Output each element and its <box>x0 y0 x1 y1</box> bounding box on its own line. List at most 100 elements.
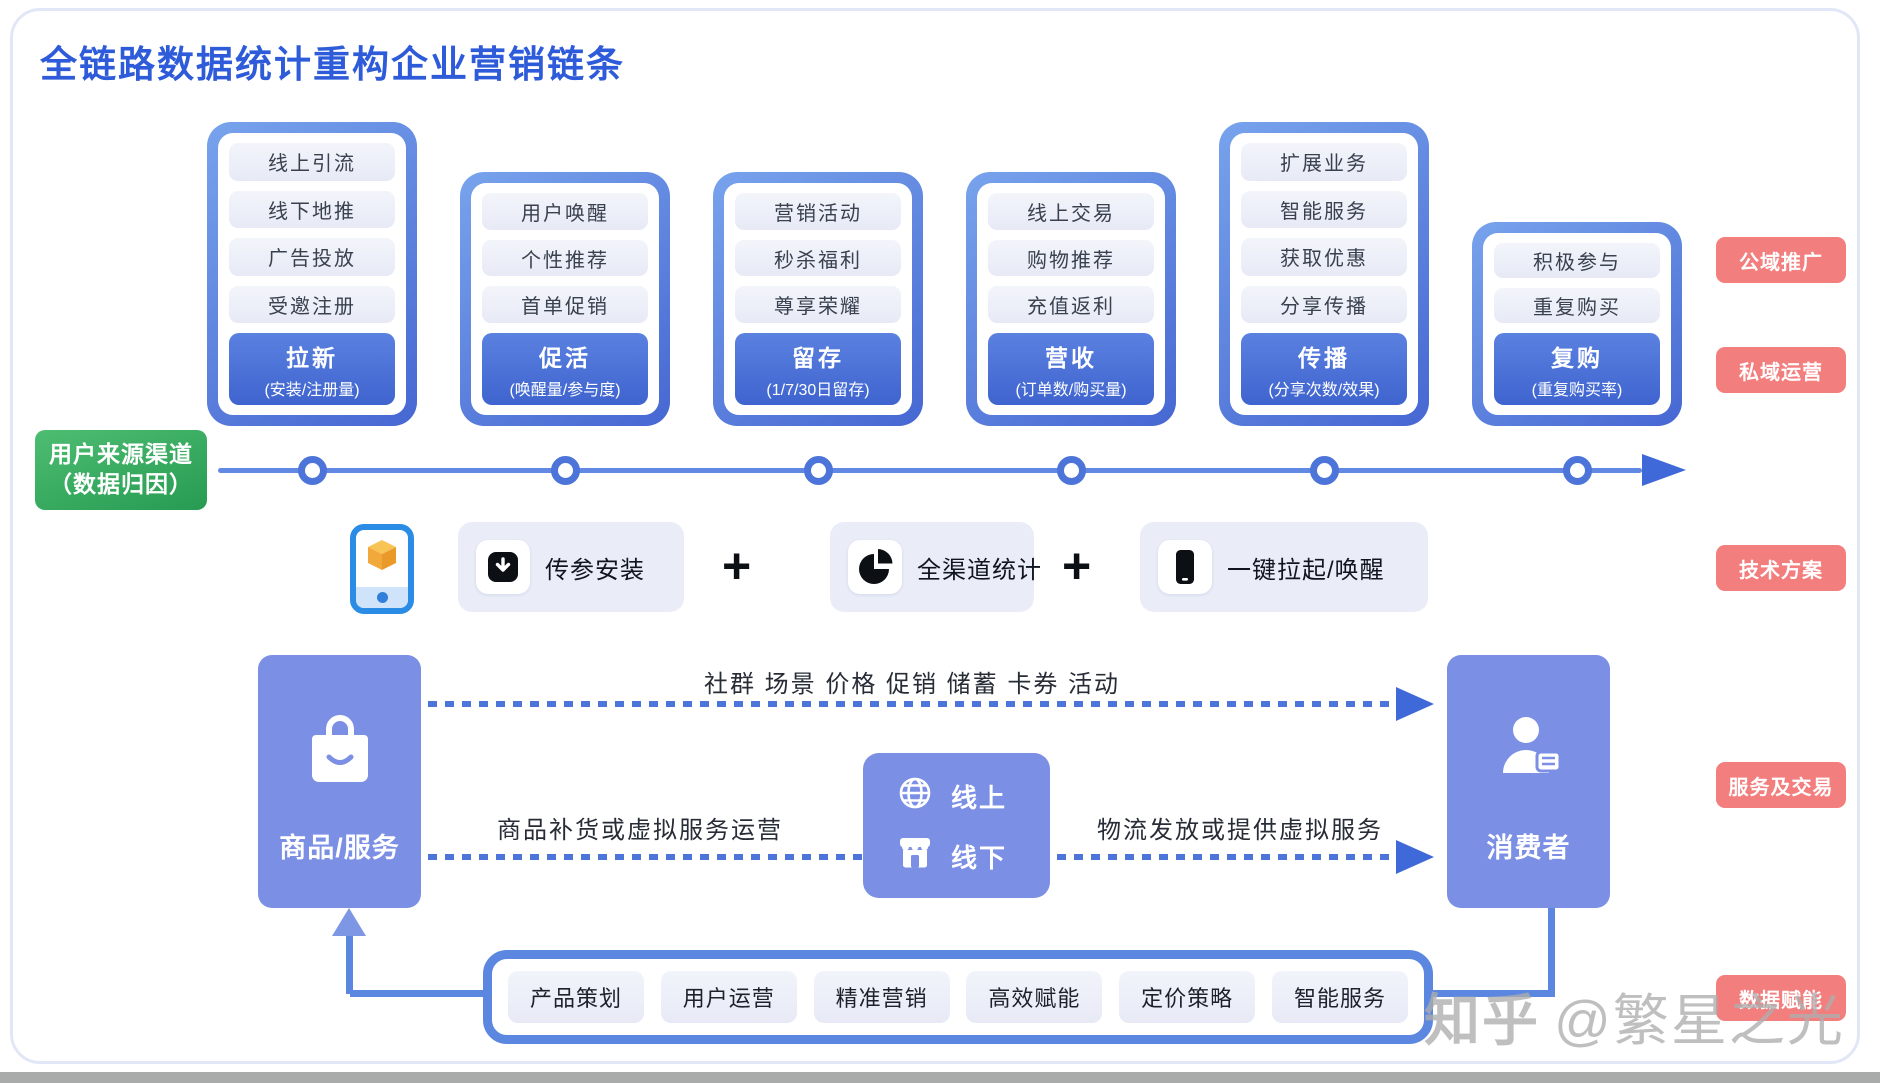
funnel-column-3: 营销活动秒杀福利尊享荣耀留存(1/7/30日留存) <box>713 172 923 426</box>
globe-icon <box>897 775 933 818</box>
strategy-pill-1: 产品策划 <box>508 971 644 1023</box>
funnel-metric-sub: (唤醒量/参与度) <box>509 381 621 399</box>
funnel-pill: 线上引流 <box>229 143 395 181</box>
tech-step-label: 传参安装 <box>545 556 645 584</box>
funnel-column-2: 用户唤醒个性推荐首单促销促活 (唤醒量/参与度) <box>460 172 670 426</box>
funnel-column-5: 扩展业务智能服务获取优惠分享传播传播(分享次数/效果) <box>1219 122 1429 426</box>
funnel-pill: 秒杀福利 <box>735 239 901 277</box>
strategy-bar: 产品策划用户运营精准营销高效赋能定价策略智能服务 <box>483 950 1433 1044</box>
funnel-metric-sub: (分享次数/效果) <box>1268 381 1380 399</box>
funnel-pill: 个性推荐 <box>482 239 648 277</box>
timeline-node-6 <box>1562 456 1592 485</box>
smartphone-icon <box>1158 540 1212 594</box>
pie-chart-icon <box>848 540 902 594</box>
touchpoints-label: 社群 场景 价格 促销 储蓄 卡券 活动 <box>703 671 1121 698</box>
funnel-column-inner: 线上交易购物推荐充值返利营收 (订单数/购买量) <box>977 183 1165 415</box>
app-phone-icon <box>350 524 414 614</box>
tech-step-1: 传参安装 <box>458 522 684 612</box>
plus-sign-2: + <box>1062 538 1092 594</box>
connector-right-vertical <box>1548 908 1555 997</box>
tech-step-2: 全渠道统计 <box>830 522 1041 612</box>
channel-offline-label: 线下 <box>951 842 1008 873</box>
funnel-pill: 线下地推 <box>229 190 395 228</box>
side-label-1: 公域推广 <box>1716 237 1846 283</box>
funnel-metric-title: 营收 <box>1045 344 1097 371</box>
logistics-label: 物流发放或提供虚拟服务 <box>1097 817 1383 844</box>
funnel-metric: 营收 (订单数/购买量) <box>988 333 1154 406</box>
tech-step-label: 一键拉起/唤醒 <box>1227 556 1385 584</box>
channel-box: 线上 线下 <box>863 753 1050 898</box>
phone-home-strip <box>356 587 408 608</box>
dotted-arrow-top-head-icon <box>1396 687 1434 721</box>
storefront-icon <box>897 836 933 877</box>
side-label-2: 私域运营 <box>1716 347 1846 393</box>
funnel-column-4: 线上交易购物推荐充值返利营收 (订单数/购买量) <box>966 172 1176 426</box>
funnel-metric: 拉新 (安装/注册量) <box>229 333 395 405</box>
connector-left-vertical <box>346 936 353 994</box>
timeline-arrowhead-icon <box>1642 454 1686 486</box>
user-source-line1: 用户来源渠道 <box>49 441 193 468</box>
funnel-pill: 用户唤醒 <box>482 193 648 230</box>
timeline-node-1 <box>297 456 327 485</box>
side-label-5: 数据赋能 <box>1716 975 1846 1021</box>
dotted-arrow-bottom-head-icon <box>1396 840 1434 874</box>
consumer-box: 消费者 <box>1447 655 1610 908</box>
connector-right-horizontal <box>1433 990 1553 997</box>
user-source-box: 用户来源渠道 （数据归因） <box>35 430 207 510</box>
bottom-gray-strip <box>0 1072 1880 1083</box>
funnel-column-inner: 积极参与重复购买复购(重复购买率) <box>1483 233 1671 415</box>
timeline-node-2 <box>550 456 580 485</box>
funnel-metric-sub: (订单数/购买量) <box>1015 381 1127 399</box>
funnel-pill: 充值返利 <box>988 286 1154 324</box>
funnel-pill: 智能服务 <box>1241 190 1407 228</box>
funnel-pill: 尊享荣耀 <box>735 286 901 324</box>
side-label-3: 技术方案 <box>1716 545 1846 591</box>
funnel-pill: 首单促销 <box>482 286 648 324</box>
watermark-brand: 知乎 <box>1424 989 1540 1052</box>
funnel-metric-title: 拉新 <box>286 344 338 371</box>
funnel-metric-sub: (1/7/30日留存) <box>766 381 870 399</box>
consumer-label: 消费者 <box>1486 833 1571 863</box>
watermark: 知乎@繁星之光 <box>1424 976 1845 1057</box>
tech-step-label: 全渠道统计 <box>917 556 1042 584</box>
funnel-metric: 留存 (1/7/30日留存) <box>735 333 901 406</box>
sdk-cube-icon <box>364 539 400 578</box>
strategy-pill-3: 精准营销 <box>813 971 950 1023</box>
funnel-pill: 积极参与 <box>1494 243 1660 278</box>
timeline-node-3 <box>803 456 833 485</box>
funnel-metric-sub: (安装/注册量) <box>264 381 360 399</box>
funnel-column-inner: 用户唤醒个性推荐首单促销促活 (唤醒量/参与度) <box>471 183 659 415</box>
funnel-column-1: 线上引流线下地推广告投放受邀注册拉新(安装/注册量) <box>207 122 417 426</box>
watermark-user: @繁星之光 <box>1554 989 1845 1052</box>
funnel-column-6: 积极参与重复购买复购(重复购买率) <box>1472 222 1682 426</box>
timeline-node-4 <box>1056 456 1086 485</box>
funnel-pill: 分享传播 <box>1241 285 1407 323</box>
download-icon <box>476 540 530 594</box>
funnel-metric-title: 留存 <box>792 344 844 371</box>
connector-up-arrowhead-icon <box>332 908 366 936</box>
funnel-column-inner: 线上引流线下地推广告投放受邀注册拉新(安装/注册量) <box>218 133 406 415</box>
funnel-metric-title: 促活 <box>539 344 591 371</box>
goods-services-label: 商品/服务 <box>279 833 400 863</box>
timeline-node-5 <box>1309 456 1339 485</box>
funnel-pill: 购物推荐 <box>988 239 1154 277</box>
page-title: 全链路数据统计重构企业营销链条 <box>40 44 625 85</box>
funnel-metric-title: 复购 <box>1551 344 1603 371</box>
funnel-pill: 线上交易 <box>988 193 1154 230</box>
funnel-metric: 复购(重复购买率) <box>1494 333 1660 405</box>
side-label-4: 服务及交易 <box>1716 762 1846 808</box>
user-source-line2: （数据归因） <box>49 471 193 497</box>
plus-sign-1: + <box>722 538 752 594</box>
strategy-pill-2: 用户运营 <box>660 971 797 1023</box>
funnel-pill: 广告投放 <box>229 238 395 276</box>
channel-offline-row: 线下 <box>897 836 1050 877</box>
funnel-pill: 获取优惠 <box>1241 238 1407 276</box>
funnel-column-inner: 扩展业务智能服务获取优惠分享传播传播(分享次数/效果) <box>1230 133 1418 415</box>
strategy-pill-6: 智能服务 <box>1271 971 1408 1023</box>
funnel-metric-title: 传播 <box>1298 344 1350 371</box>
goods-services-box: 商品/服务 <box>258 655 421 908</box>
phone-home-dot <box>376 592 388 603</box>
tech-step-3: 一键拉起/唤醒 <box>1140 522 1428 612</box>
channel-online-row: 线上 <box>897 775 1050 818</box>
